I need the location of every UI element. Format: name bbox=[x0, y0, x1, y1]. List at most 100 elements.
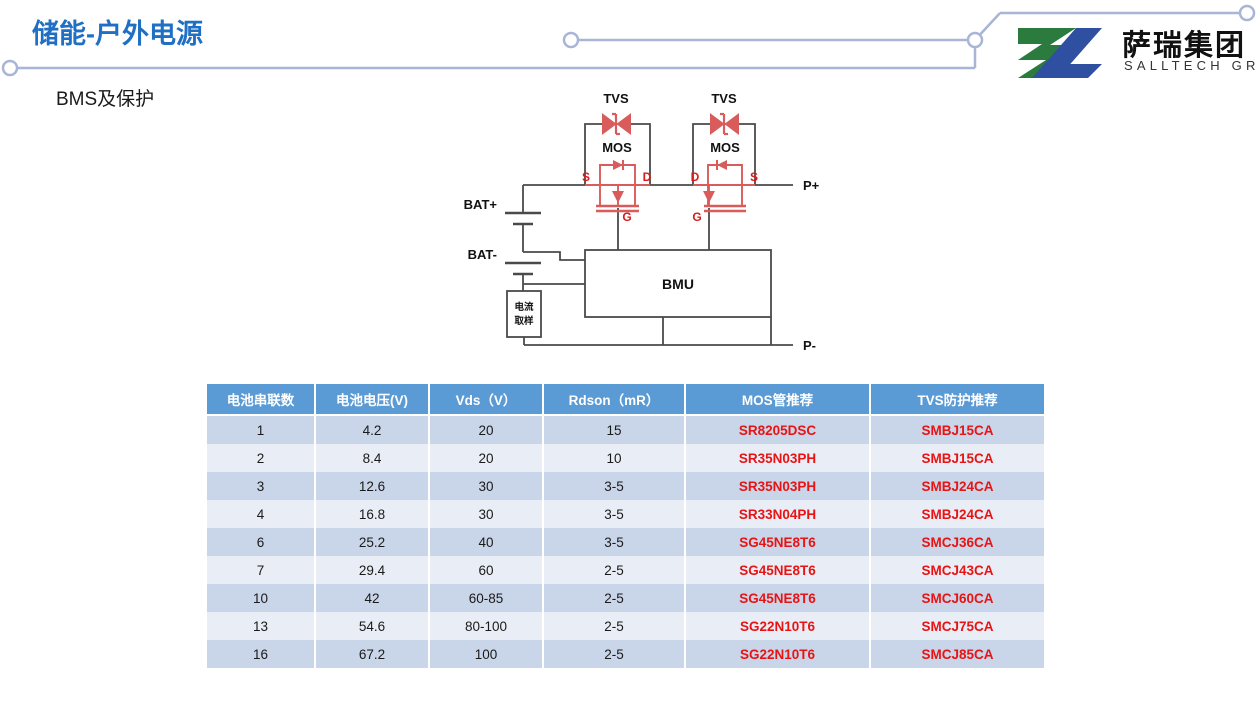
cell-series-count: 4 bbox=[207, 500, 316, 528]
table-row: 10 42 60-85 2-5 SG45NE8T6 SMCJ60CA bbox=[207, 584, 1044, 612]
table-header-row: 电池串联数 电池电压(V) Vds（V） Rdson（mR） MOS管推荐 TV… bbox=[207, 384, 1044, 416]
label-mos-right-drain: D bbox=[691, 170, 700, 184]
cell-vds: 60 bbox=[429, 556, 544, 584]
column-header-mos-recommend: MOS管推荐 bbox=[685, 384, 871, 416]
cell-vds: 20 bbox=[429, 444, 544, 472]
tvs-right-symbol bbox=[710, 112, 739, 136]
cell-mos-part: SG22N10T6 bbox=[685, 640, 871, 668]
mosfet-right-symbol bbox=[693, 160, 755, 213]
label-bmu: BMU bbox=[662, 276, 694, 292]
logo-mark-icon bbox=[1018, 28, 1102, 78]
table-row: 6 25.2 40 3-5 SG45NE8T6 SMCJ36CA bbox=[207, 528, 1044, 556]
tvs-left-symbol bbox=[602, 112, 631, 136]
cell-tvs-part: SMCJ75CA bbox=[870, 612, 1044, 640]
cell-battery-voltage: 25.2 bbox=[315, 528, 430, 556]
page-title: 储能-户外电源 bbox=[32, 19, 203, 49]
cell-rdson: 10 bbox=[543, 444, 686, 472]
label-tvs-right: TVS bbox=[711, 91, 737, 106]
cell-series-count: 10 bbox=[207, 584, 316, 612]
cell-series-count: 6 bbox=[207, 528, 316, 556]
cell-tvs-part: SMBJ15CA bbox=[870, 415, 1044, 444]
logo-blue-foot bbox=[1054, 64, 1102, 78]
label-mos-left-drain: D bbox=[643, 170, 652, 184]
label-mos-right: MOS bbox=[710, 140, 740, 155]
cell-tvs-part: SMBJ24CA bbox=[870, 500, 1044, 528]
label-mos-right-source: S bbox=[750, 170, 758, 184]
cell-tvs-part: SMBJ24CA bbox=[870, 472, 1044, 500]
cell-rdson: 15 bbox=[543, 415, 686, 444]
cell-rdson: 3-5 bbox=[543, 500, 686, 528]
cell-vds: 30 bbox=[429, 500, 544, 528]
table-row: 3 12.6 30 3-5 SR35N03PH SMBJ24CA bbox=[207, 472, 1044, 500]
wire-tvs2-left bbox=[692, 123, 711, 185]
table-row: 2 8.4 20 10 SR35N03PH SMBJ15CA bbox=[207, 444, 1044, 472]
cell-battery-voltage: 29.4 bbox=[315, 556, 430, 584]
deco-node-right bbox=[966, 31, 984, 49]
cell-series-count: 13 bbox=[207, 612, 316, 640]
cell-vds: 20 bbox=[429, 415, 544, 444]
mos-tvs-spec-table: 电池串联数 电池电压(V) Vds（V） Rdson（mR） MOS管推荐 TV… bbox=[207, 384, 1044, 668]
label-mos-left: MOS bbox=[602, 140, 632, 155]
deco-line-diagonal bbox=[974, 12, 1001, 41]
label-mos-left-source: S bbox=[582, 170, 590, 184]
cell-series-count: 7 bbox=[207, 556, 316, 584]
column-header-battery-voltage: 电池电压(V) bbox=[315, 384, 430, 416]
table-row: 7 29.4 60 2-5 SG45NE8T6 SMCJ43CA bbox=[207, 556, 1044, 584]
label-tvs-left: TVS bbox=[603, 91, 629, 106]
table-row: 13 54.6 80-100 2-5 SG22N10T6 SMCJ75CA bbox=[207, 612, 1044, 640]
cell-rdson: 2-5 bbox=[543, 640, 686, 668]
cell-battery-voltage: 12.6 bbox=[315, 472, 430, 500]
column-header-vds: Vds（V） bbox=[429, 384, 544, 416]
cell-rdson: 3-5 bbox=[543, 472, 686, 500]
cell-mos-part: SR35N03PH bbox=[685, 472, 871, 500]
cell-rdson: 2-5 bbox=[543, 612, 686, 640]
logo-name-cn: 萨瑞集团 bbox=[1122, 28, 1247, 62]
label-p-plus: P+ bbox=[803, 178, 820, 193]
cell-battery-voltage: 67.2 bbox=[315, 640, 430, 668]
cell-battery-voltage: 16.8 bbox=[315, 500, 430, 528]
cell-mos-part: SG22N10T6 bbox=[685, 612, 871, 640]
column-header-tvs-recommend: TVS防护推荐 bbox=[870, 384, 1044, 416]
cell-battery-voltage: 8.4 bbox=[315, 444, 430, 472]
cell-mos-part: SG45NE8T6 bbox=[685, 556, 871, 584]
label-mos-right-gate: G bbox=[692, 210, 701, 224]
cell-series-count: 2 bbox=[207, 444, 316, 472]
wire-batminus-tap bbox=[523, 251, 585, 261]
wire-tvs1-right bbox=[630, 123, 651, 185]
logo-name-en: SALLTECH GROUP bbox=[1124, 58, 1257, 73]
cell-mos-part: SR8205DSC bbox=[685, 415, 871, 444]
cell-series-count: 3 bbox=[207, 472, 316, 500]
deco-node-mid bbox=[562, 31, 580, 49]
label-mos-left-gate: G bbox=[622, 210, 631, 224]
cell-vds: 60-85 bbox=[429, 584, 544, 612]
cell-battery-voltage: 54.6 bbox=[315, 612, 430, 640]
cell-rdson: 2-5 bbox=[543, 584, 686, 612]
cell-series-count: 16 bbox=[207, 640, 316, 668]
cell-tvs-part: SMCJ85CA bbox=[870, 640, 1044, 668]
cell-vds: 80-100 bbox=[429, 612, 544, 640]
mosfet-left-symbol bbox=[585, 160, 650, 213]
table-body: 1 4.2 20 15 SR8205DSC SMBJ15CA 2 8.4 20 … bbox=[207, 415, 1044, 668]
column-header-rdson: Rdson（mR） bbox=[543, 384, 686, 416]
cell-tvs-part: SMCJ43CA bbox=[870, 556, 1044, 584]
label-bat-plus: BAT+ bbox=[464, 197, 498, 212]
deco-node-corner bbox=[1238, 4, 1256, 22]
cell-tvs-part: SMBJ15CA bbox=[870, 444, 1044, 472]
table-row: 4 16.8 30 3-5 SR33N04PH SMBJ24CA bbox=[207, 500, 1044, 528]
cell-vds: 40 bbox=[429, 528, 544, 556]
column-header-series-count: 电池串联数 bbox=[207, 384, 316, 416]
wire-tvs2-right bbox=[738, 123, 756, 185]
cell-mos-part: SR33N04PH bbox=[685, 500, 871, 528]
cell-tvs-part: SMCJ60CA bbox=[870, 584, 1044, 612]
shunt-box bbox=[506, 290, 542, 338]
bms-circuit-diagram: TVS TVS MOS MOS S D G D S G BAT+ BAT- P+… bbox=[464, 91, 820, 353]
company-logo: 萨瑞集团 SALLTECH GROUP bbox=[1014, 22, 1257, 84]
cell-tvs-part: SMCJ36CA bbox=[870, 528, 1044, 556]
label-shunt-line2: 取样 bbox=[514, 315, 534, 327]
cell-rdson: 2-5 bbox=[543, 556, 686, 584]
table-row: 1 4.2 20 15 SR8205DSC SMBJ15CA bbox=[207, 415, 1044, 444]
cell-battery-voltage: 4.2 bbox=[315, 415, 430, 444]
cell-mos-part: SG45NE8T6 bbox=[685, 528, 871, 556]
cell-vds: 100 bbox=[429, 640, 544, 668]
cell-rdson: 3-5 bbox=[543, 528, 686, 556]
